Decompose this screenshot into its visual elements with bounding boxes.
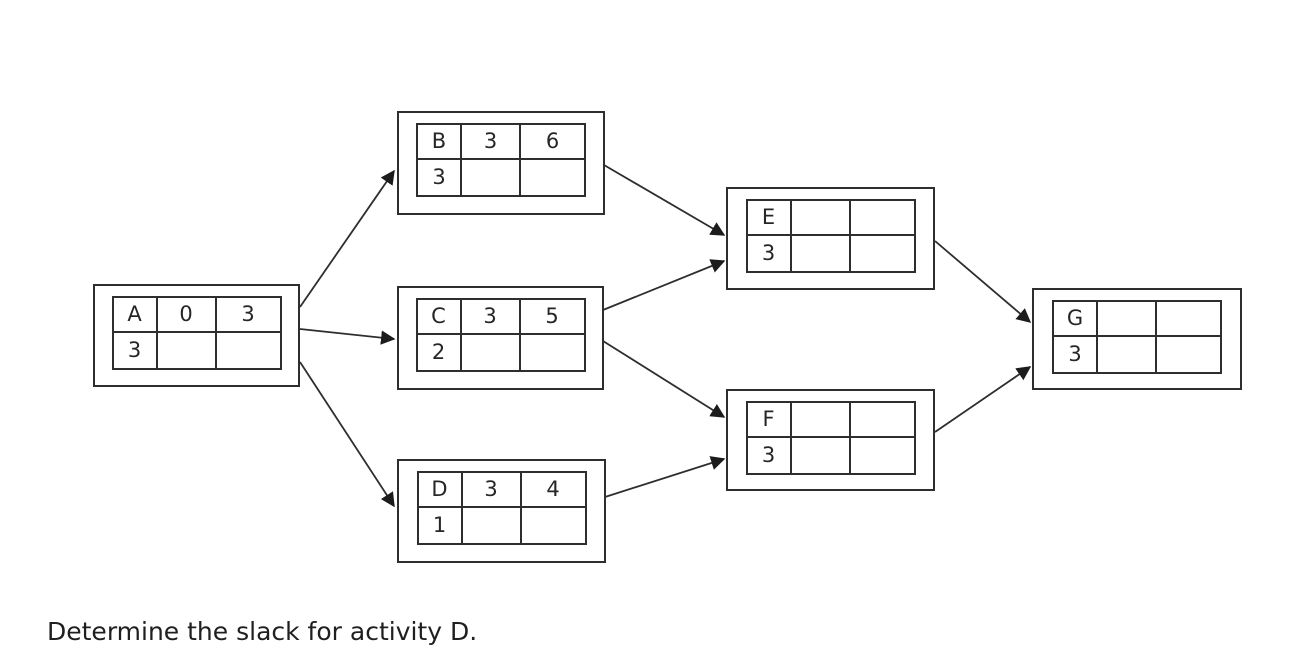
cell-duration: 3 (418, 160, 462, 195)
cell-early-start: 3 (461, 300, 521, 335)
edge-D-F (604, 456, 726, 498)
activity-node-G: G 3 (1032, 288, 1242, 390)
cell-early-finish (850, 403, 914, 438)
cell-late-finish (851, 438, 914, 473)
cell-early-start: 3 (462, 125, 521, 160)
cell-early-start (791, 201, 851, 236)
cell-late-start (1098, 337, 1157, 372)
cell-activity-name: B (418, 125, 462, 160)
cell-early-finish (1157, 302, 1220, 337)
edge-F-G (934, 366, 1032, 433)
cell-late-start (792, 438, 851, 473)
cell-late-finish (522, 508, 585, 543)
edge-C-F (602, 340, 726, 418)
activity-table-D: D 3 4 1 (416, 471, 587, 545)
cell-duration: 3 (1054, 337, 1098, 372)
cell-activity-name: F (747, 403, 792, 438)
cell-early-finish: 4 (521, 473, 585, 508)
cell-duration: 3 (748, 438, 792, 473)
edge-A-D (299, 361, 395, 508)
activity-table-A: A 0 3 3 (111, 296, 282, 370)
cell-early-finish: 6 (521, 125, 584, 160)
activity-node-E: E 3 (726, 187, 935, 290)
cell-early-start: 0 (157, 298, 217, 333)
activity-node-D: D 3 4 1 (397, 459, 606, 563)
activity-node-A: A 0 3 3 (93, 284, 300, 387)
cell-duration: 2 (418, 335, 462, 370)
cell-late-start (463, 508, 522, 543)
cell-early-start: 3 (462, 473, 522, 508)
cell-activity-name: E (747, 201, 792, 236)
cell-early-start (791, 403, 851, 438)
activity-table-F: F 3 (745, 401, 916, 475)
cell-activity-name: D (418, 473, 463, 508)
cell-late-finish (1157, 337, 1220, 372)
cell-late-finish (217, 333, 280, 368)
cell-late-start (462, 335, 521, 370)
edge-A-C (299, 328, 396, 345)
activity-node-B: B 3 6 3 (397, 111, 605, 215)
cell-duration: 3 (748, 236, 792, 271)
cell-early-start (1098, 302, 1157, 337)
activity-node-F: F 3 (726, 389, 935, 491)
activity-node-C: C 3 5 2 (397, 286, 604, 390)
cell-late-finish (521, 160, 584, 195)
question-text: Determine the slack for activity D. (47, 617, 478, 646)
cell-late-finish (521, 335, 584, 370)
cell-duration: 1 (419, 508, 463, 543)
activity-table-G: G 3 (1052, 300, 1222, 374)
cell-late-start (462, 160, 521, 195)
cell-activity-name: C (417, 300, 462, 335)
cell-duration: 3 (114, 333, 158, 368)
edge-A-B (299, 169, 395, 308)
cell-early-finish: 3 (216, 298, 280, 333)
cell-activity-name: G (1054, 302, 1098, 337)
cell-late-finish (851, 236, 914, 271)
activity-table-E: E 3 (745, 199, 916, 273)
edge-E-G (934, 240, 1032, 323)
cell-early-finish: 5 (520, 300, 584, 335)
activity-table-B: B 3 6 3 (416, 123, 586, 197)
cell-late-start (158, 333, 217, 368)
edge-C-E (602, 259, 726, 311)
edge-B-E (603, 164, 726, 236)
cell-early-finish (850, 201, 914, 236)
activity-table-C: C 3 5 2 (415, 298, 586, 372)
cell-activity-name: A (113, 298, 158, 333)
cell-late-start (792, 236, 851, 271)
